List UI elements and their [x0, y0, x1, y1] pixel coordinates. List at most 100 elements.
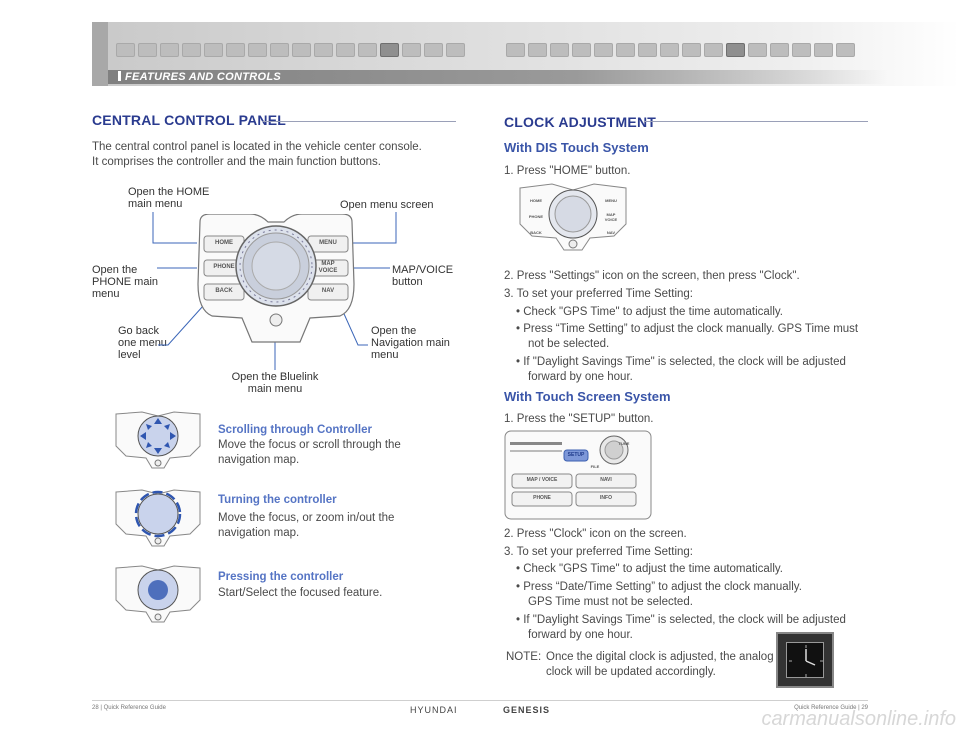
map-voice-panel-button: MAP VOICE — [309, 261, 347, 275]
title-rule — [644, 121, 868, 122]
phone-panel-button: PHONE — [213, 264, 235, 270]
map-voice-button: MAP / VOICE — [526, 477, 558, 483]
callout-home: Open the HOME main menu — [128, 186, 209, 210]
intro-line-1: The central control panel is located in … — [92, 141, 422, 153]
feature-icon — [226, 43, 245, 57]
watermark: carmanualsonline.info — [761, 708, 956, 730]
feature-desc: Move the focus or scroll through the — [218, 439, 401, 451]
clock-face — [786, 642, 824, 678]
callout-text: Open the HOME — [128, 186, 210, 198]
touch-bullet-2: • Press “Date/Time Setting” to adjust th… — [516, 581, 802, 593]
nav-panel-button: NAV — [321, 288, 335, 294]
callout-text: PHONE main — [92, 276, 159, 288]
callout-menu: Open menu screen — [340, 199, 434, 211]
section-title: FEATURES AND CONTROLS — [118, 70, 281, 84]
navi-button: NAVI — [600, 477, 612, 483]
home-panel-button: HOME — [530, 198, 542, 203]
title-rule — [262, 121, 456, 122]
touch-bullet-2-cont: GPS Time must not be selected. — [528, 596, 693, 608]
menu-panel-button: MENU — [319, 240, 337, 246]
feature-icon — [572, 43, 591, 57]
dis-step-3: 3. To set your preferred Time Setting: — [504, 288, 693, 300]
nav-panel-button: NAV — [606, 230, 616, 235]
turning-controller-diagram — [115, 489, 201, 547]
dis-subtitle: With DIS Touch System — [504, 140, 649, 155]
dis-bullet-3-cont: forward by one hour. — [528, 371, 633, 383]
feature-icon — [116, 43, 135, 57]
feature-icon — [248, 43, 267, 57]
footer-right-page: Quick Reference Guide | 29 — [794, 705, 868, 711]
feature-icon — [270, 43, 289, 57]
note-line-1: Once the digital clock is adjusted, the … — [546, 651, 774, 663]
intro-line-2: It comprises the controller and the main… — [92, 156, 381, 168]
section-strip — [108, 70, 888, 84]
feature-icon — [402, 43, 421, 57]
callout-text: Go back — [118, 325, 159, 337]
feature-icon — [748, 43, 767, 57]
tune-knob-label: TUNE — [618, 441, 630, 446]
feature-icon-row-right — [506, 43, 855, 57]
central-control-panel-diagram — [197, 214, 355, 343]
callout-text: menu — [371, 349, 399, 361]
feature-desc: Start/Select the focused feature. — [218, 587, 383, 599]
feature-icon — [446, 43, 465, 57]
callout-text: main menu — [247, 383, 303, 395]
feature-icon — [836, 43, 855, 57]
note-label: NOTE: — [506, 651, 542, 663]
feature-icon — [704, 43, 723, 57]
callout-text: main menu — [128, 198, 183, 210]
feature-icon — [160, 43, 179, 57]
phone-panel-button: PHONE — [528, 214, 544, 219]
info-button: INFO — [600, 495, 612, 501]
footer-rule — [92, 700, 868, 701]
central-control-panel-title: CENTRAL CONTROL PANEL — [92, 112, 286, 128]
dis-bullet-3: • If "Daylight Savings Time" is selected… — [516, 356, 846, 368]
callout-back: Go back one menu level — [118, 325, 167, 361]
callout-phone: Open the PHONE main menu — [92, 264, 158, 300]
header-tab — [92, 22, 108, 86]
touch-step-2: 2. Press "Clock" icon on the screen. — [504, 528, 687, 540]
dis-bullet-1: • Check "GPS Time" to adjust the time au… — [516, 306, 783, 318]
feature-icon — [314, 43, 333, 57]
callout-text: button — [392, 276, 423, 288]
feature-desc: navigation map. — [218, 527, 300, 539]
feature-icon — [638, 43, 657, 57]
touch-step-1: 1. Press the "SETUP" button. — [504, 413, 654, 425]
callout-text: Open the — [92, 264, 138, 276]
dis-bullet-2: • Press “Time Setting” to adjust the clo… — [516, 323, 859, 335]
feature-icon-active — [726, 43, 745, 57]
voice-label: VOICE — [604, 217, 618, 222]
callout-text: menu — [92, 288, 120, 300]
feature-icon — [550, 43, 569, 57]
dis-step-1: 1. Press "HOME" button. — [504, 165, 631, 177]
callout-text: MAP/VOICE — [392, 264, 454, 276]
radio-head-unit-diagram — [504, 430, 652, 520]
dis-controller-diagram — [519, 183, 627, 251]
footer-left-page: 28 | Quick Reference Guide — [92, 705, 166, 711]
feature-icon-active — [380, 43, 399, 57]
map-label: MAP — [321, 261, 335, 267]
feature-icon — [292, 43, 311, 57]
feature-icon — [682, 43, 701, 57]
callout-text: level — [118, 349, 141, 361]
callout-text: Open the — [371, 325, 417, 337]
feature-icon — [336, 43, 355, 57]
callout-nav: Open the Navigation main menu — [371, 325, 450, 361]
feature-icon — [792, 43, 811, 57]
pressing-controller-diagram — [115, 565, 201, 623]
feature-icon — [770, 43, 789, 57]
feature-icon — [594, 43, 613, 57]
note-line-2: clock will be updated accordingly. — [546, 666, 716, 678]
feature-icon — [138, 43, 157, 57]
file-label: FILE — [590, 464, 600, 469]
feature-title: Turning the controller — [218, 494, 337, 506]
feature-icon — [358, 43, 377, 57]
callout-text: one menu — [118, 337, 167, 349]
feature-icon — [660, 43, 679, 57]
menu-panel-button: MENU — [605, 198, 617, 203]
feature-icon — [814, 43, 833, 57]
feature-desc: navigation map. — [218, 454, 300, 466]
callout-mapvoice: MAP/VOICE button — [392, 264, 453, 288]
callout-text: Open the Bluelink — [231, 371, 319, 383]
